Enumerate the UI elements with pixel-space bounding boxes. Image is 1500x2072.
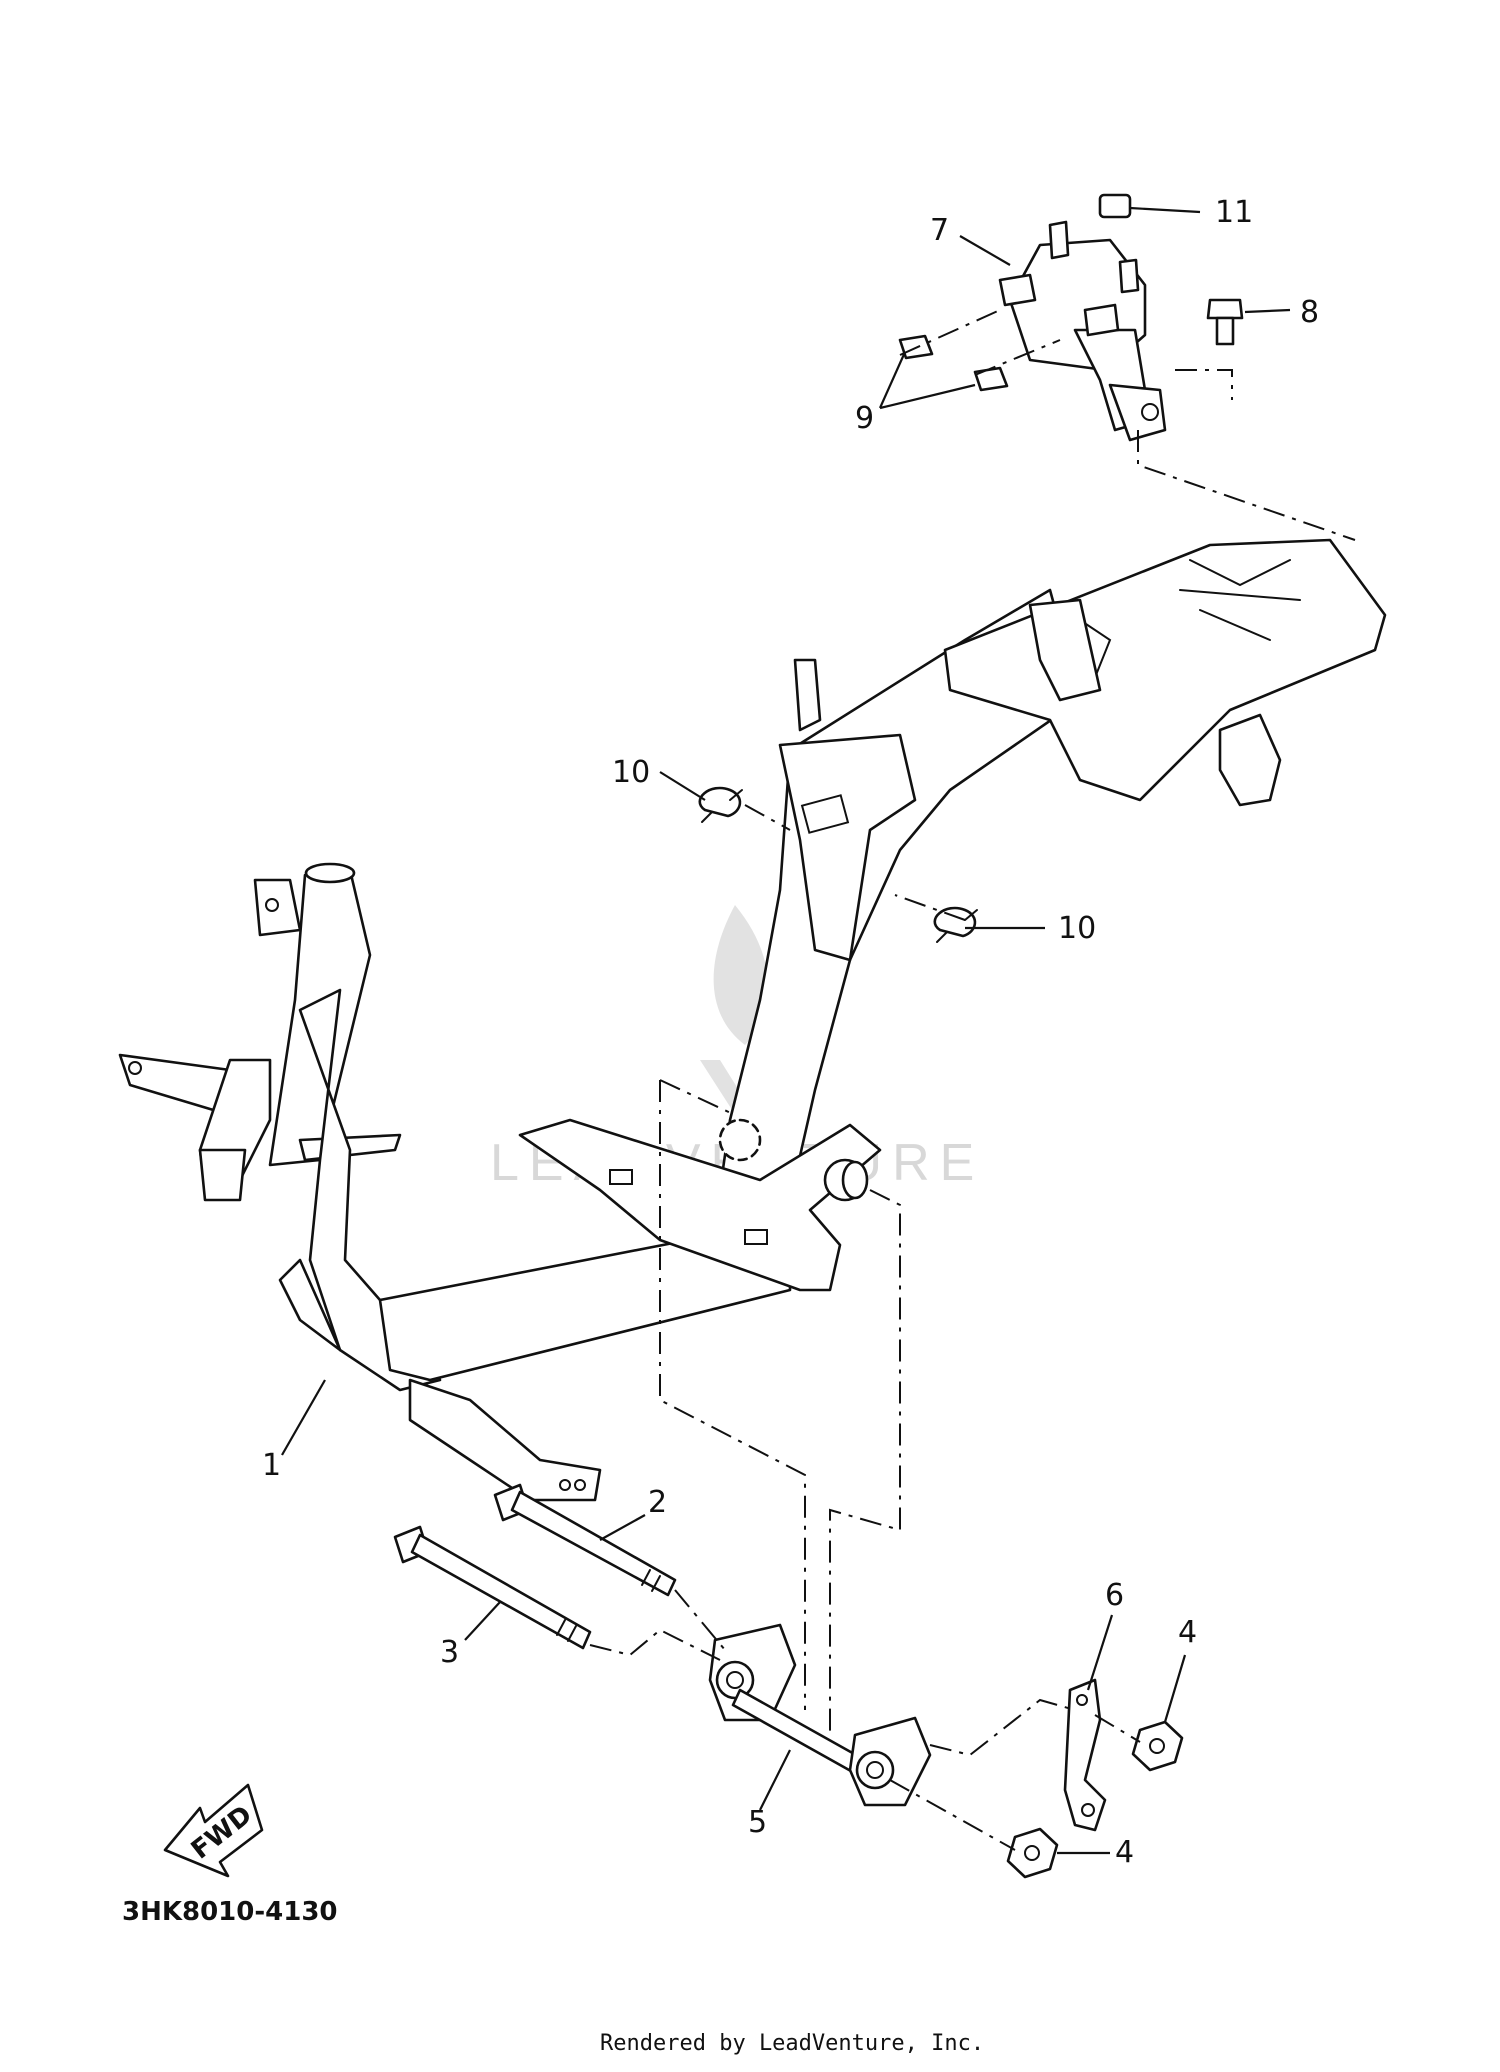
callout-9: 9 bbox=[855, 401, 874, 436]
callout-10-upper: 10 bbox=[612, 755, 650, 790]
callout-4-upper: 4 bbox=[1178, 1615, 1197, 1650]
leader-lines bbox=[281, 206, 1291, 1855]
callout-3: 3 bbox=[440, 1635, 459, 1670]
callout-4-lower: 4 bbox=[1115, 1835, 1134, 1870]
bolt-part-3 bbox=[393, 1525, 592, 1650]
callout-8: 8 bbox=[1300, 295, 1319, 330]
callout-11: 11 bbox=[1215, 195, 1253, 230]
callout-10-lower: 10 bbox=[1058, 911, 1096, 946]
render-credit: Rendered by LeadVenture, Inc. bbox=[600, 2031, 984, 2056]
callout-2: 2 bbox=[648, 1485, 667, 1520]
cap-part-11 bbox=[1098, 193, 1132, 219]
bolt-part-2 bbox=[493, 1483, 677, 1597]
bolt-part-8 bbox=[1206, 298, 1244, 346]
clamp-part-10-lower bbox=[933, 906, 978, 943]
main-frame bbox=[118, 538, 1387, 1502]
nut-part-4-upper bbox=[1131, 1720, 1184, 1772]
pads-part-9 bbox=[898, 334, 1009, 392]
mount-part-5 bbox=[708, 1623, 932, 1807]
callout-7: 7 bbox=[930, 213, 949, 248]
bracket-part-7 bbox=[998, 220, 1167, 442]
fwd-arrow: FWD bbox=[163, 1783, 264, 1878]
callout-6: 6 bbox=[1105, 1578, 1124, 1613]
nut-part-4-lower bbox=[1006, 1827, 1059, 1879]
callouts: 11 7 8 9 10 10 1 2 3 6 4 4 5 bbox=[262, 195, 1319, 1870]
bracket-part-6 bbox=[1063, 1678, 1107, 1832]
assembly-lines bbox=[589, 309, 1356, 1851]
diagram-code: 3HK8010-4130 bbox=[122, 1897, 338, 1927]
callout-1: 1 bbox=[262, 1448, 281, 1483]
clamp-part-10-upper bbox=[698, 786, 743, 823]
callout-5: 5 bbox=[748, 1805, 767, 1840]
